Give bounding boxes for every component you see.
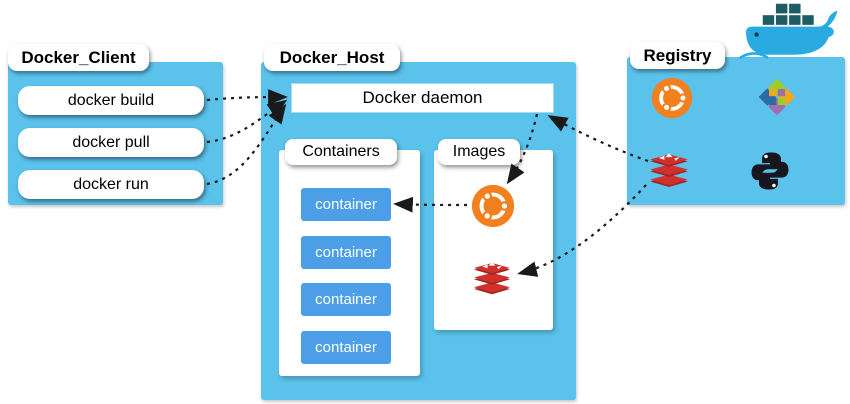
centos-registry-icon xyxy=(757,77,797,117)
container-item: container xyxy=(301,236,391,269)
python-registry-icon xyxy=(748,149,792,193)
container-item: container xyxy=(301,188,391,221)
registry-title: Registry xyxy=(630,42,725,69)
docker-pull-command: docker pull xyxy=(18,128,204,157)
redis-image-icon xyxy=(470,256,514,300)
docker-run-command: docker run xyxy=(18,170,204,199)
container-item: container xyxy=(301,331,391,364)
docker-daemon-bar: Docker daemon xyxy=(291,83,554,113)
ubuntu-registry-icon xyxy=(651,77,693,119)
docker-client-title: Docker_Client xyxy=(8,44,149,71)
docker-host-title: Docker_Host xyxy=(264,44,400,71)
docker-build-command: docker build xyxy=(18,86,204,115)
redis-registry-icon xyxy=(646,147,692,193)
images-title: Images xyxy=(438,139,520,165)
docker-whale-icon xyxy=(737,2,843,60)
container-item: container xyxy=(301,283,391,316)
ubuntu-image-icon xyxy=(471,184,515,228)
containers-title: Containers xyxy=(285,139,397,165)
images-box xyxy=(434,150,553,330)
